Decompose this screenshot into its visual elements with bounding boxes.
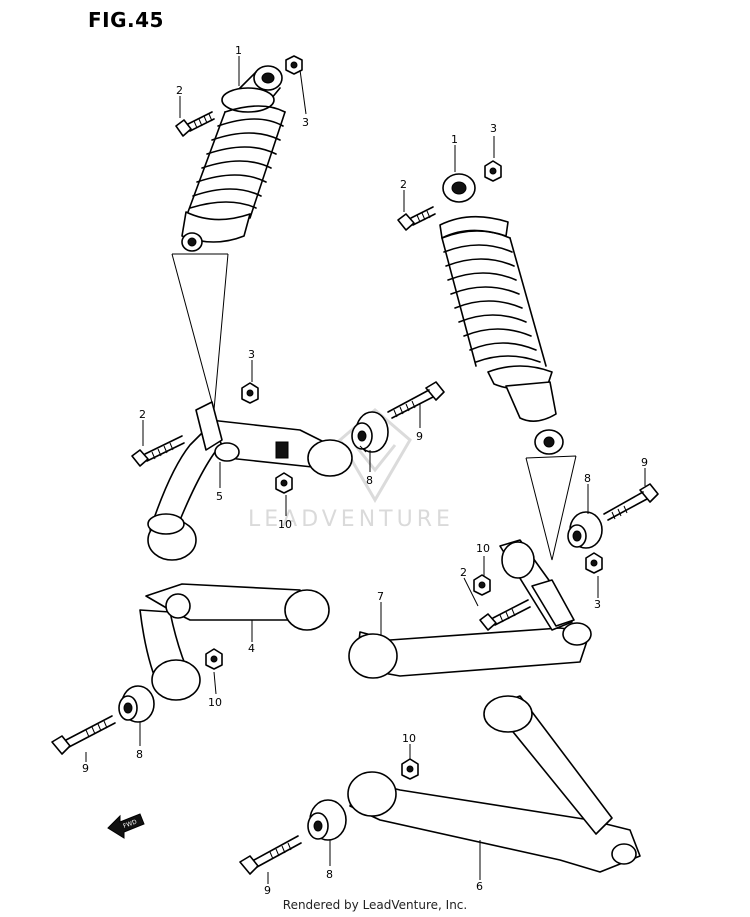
right-lower-arm-long-bolt[interactable]: [239, 835, 302, 875]
svg-text:FWD: FWD: [122, 818, 138, 829]
callout-2: 2: [176, 84, 183, 97]
right-shock-upper-nut[interactable]: [484, 160, 502, 182]
callout-leader-lines: [85, 56, 646, 884]
footer-credit: Rendered by LeadVenture, Inc.: [282, 898, 468, 912]
right-shock-upper-bolt[interactable]: [397, 206, 436, 231]
right-upper-arm-bushing[interactable]: [567, 511, 603, 549]
callout-3: 3: [594, 598, 601, 611]
callout-3: 3: [248, 348, 255, 361]
right-upper-arm-long-bolt[interactable]: [603, 483, 659, 521]
left-shock-upper-bolt[interactable]: [175, 111, 215, 137]
callout-6: 6: [476, 880, 483, 893]
callout-10: 10: [278, 518, 292, 531]
right-upper-arm-bolt[interactable]: [479, 599, 531, 631]
left-shock-guide-lines: [171, 253, 229, 411]
callout-3: 3: [490, 122, 497, 135]
callout-9: 9: [641, 456, 648, 469]
callout-8: 8: [366, 474, 373, 487]
right-shock-absorber[interactable]: [439, 173, 564, 455]
left-upper-arm[interactable]: [147, 401, 353, 561]
right-upper-arm-nut[interactable]: [585, 552, 603, 574]
left-upper-arm-nut[interactable]: [241, 382, 259, 404]
callout-1: 1: [451, 133, 458, 146]
right-lower-arm[interactable]: [347, 695, 641, 873]
callout-10: 10: [402, 732, 416, 745]
callout-5: 5: [216, 490, 223, 503]
left-lower-arm-long-bolt[interactable]: [51, 715, 116, 755]
right-lower-arm-bushing[interactable]: [307, 799, 347, 841]
left-shock-upper-nut[interactable]: [285, 55, 303, 75]
left-upper-arm-bolt[interactable]: [131, 435, 185, 467]
left-lower-arm[interactable]: [139, 583, 330, 701]
callout-8: 8: [584, 472, 591, 485]
callout-8: 8: [136, 748, 143, 761]
watermark-text: LEADVENTURE: [248, 507, 454, 532]
fwd-arrow-icon: FWD: [107, 813, 145, 839]
right-lower-arm-lock-nut[interactable]: [401, 758, 419, 780]
callout-1: 1: [235, 44, 242, 57]
figure-title: FIG.45: [88, 8, 164, 32]
right-upper-arm[interactable]: [348, 539, 592, 679]
left-upper-arm-long-bolt[interactable]: [387, 381, 445, 419]
left-lower-arm-lock-nut[interactable]: [205, 648, 223, 670]
callout-4: 4: [248, 642, 255, 655]
callout-7: 7: [377, 590, 384, 603]
left-shock-absorber[interactable]: [181, 65, 286, 252]
left-upper-arm-bushing[interactable]: [351, 411, 389, 453]
callout-labels: 1 2 3 1 3 2 3 2 9 8 5 10 8 9 10 2 3 7 4 …: [82, 44, 648, 897]
callout-9: 9: [264, 884, 271, 897]
callout-2: 2: [460, 566, 467, 579]
callout-8: 8: [326, 868, 333, 881]
right-shock-guide-lines: [525, 455, 577, 561]
callout-3: 3: [302, 116, 309, 129]
callout-9: 9: [82, 762, 89, 775]
callout-9: 9: [416, 430, 423, 443]
left-lower-arm-bushing[interactable]: [118, 685, 155, 723]
callout-2: 2: [139, 408, 146, 421]
callout-10: 10: [208, 696, 222, 709]
left-upper-arm-lock-nut[interactable]: [275, 472, 293, 494]
right-upper-arm-lock-nut[interactable]: [473, 574, 491, 596]
callout-2: 2: [400, 178, 407, 191]
callout-10: 10: [476, 542, 490, 555]
